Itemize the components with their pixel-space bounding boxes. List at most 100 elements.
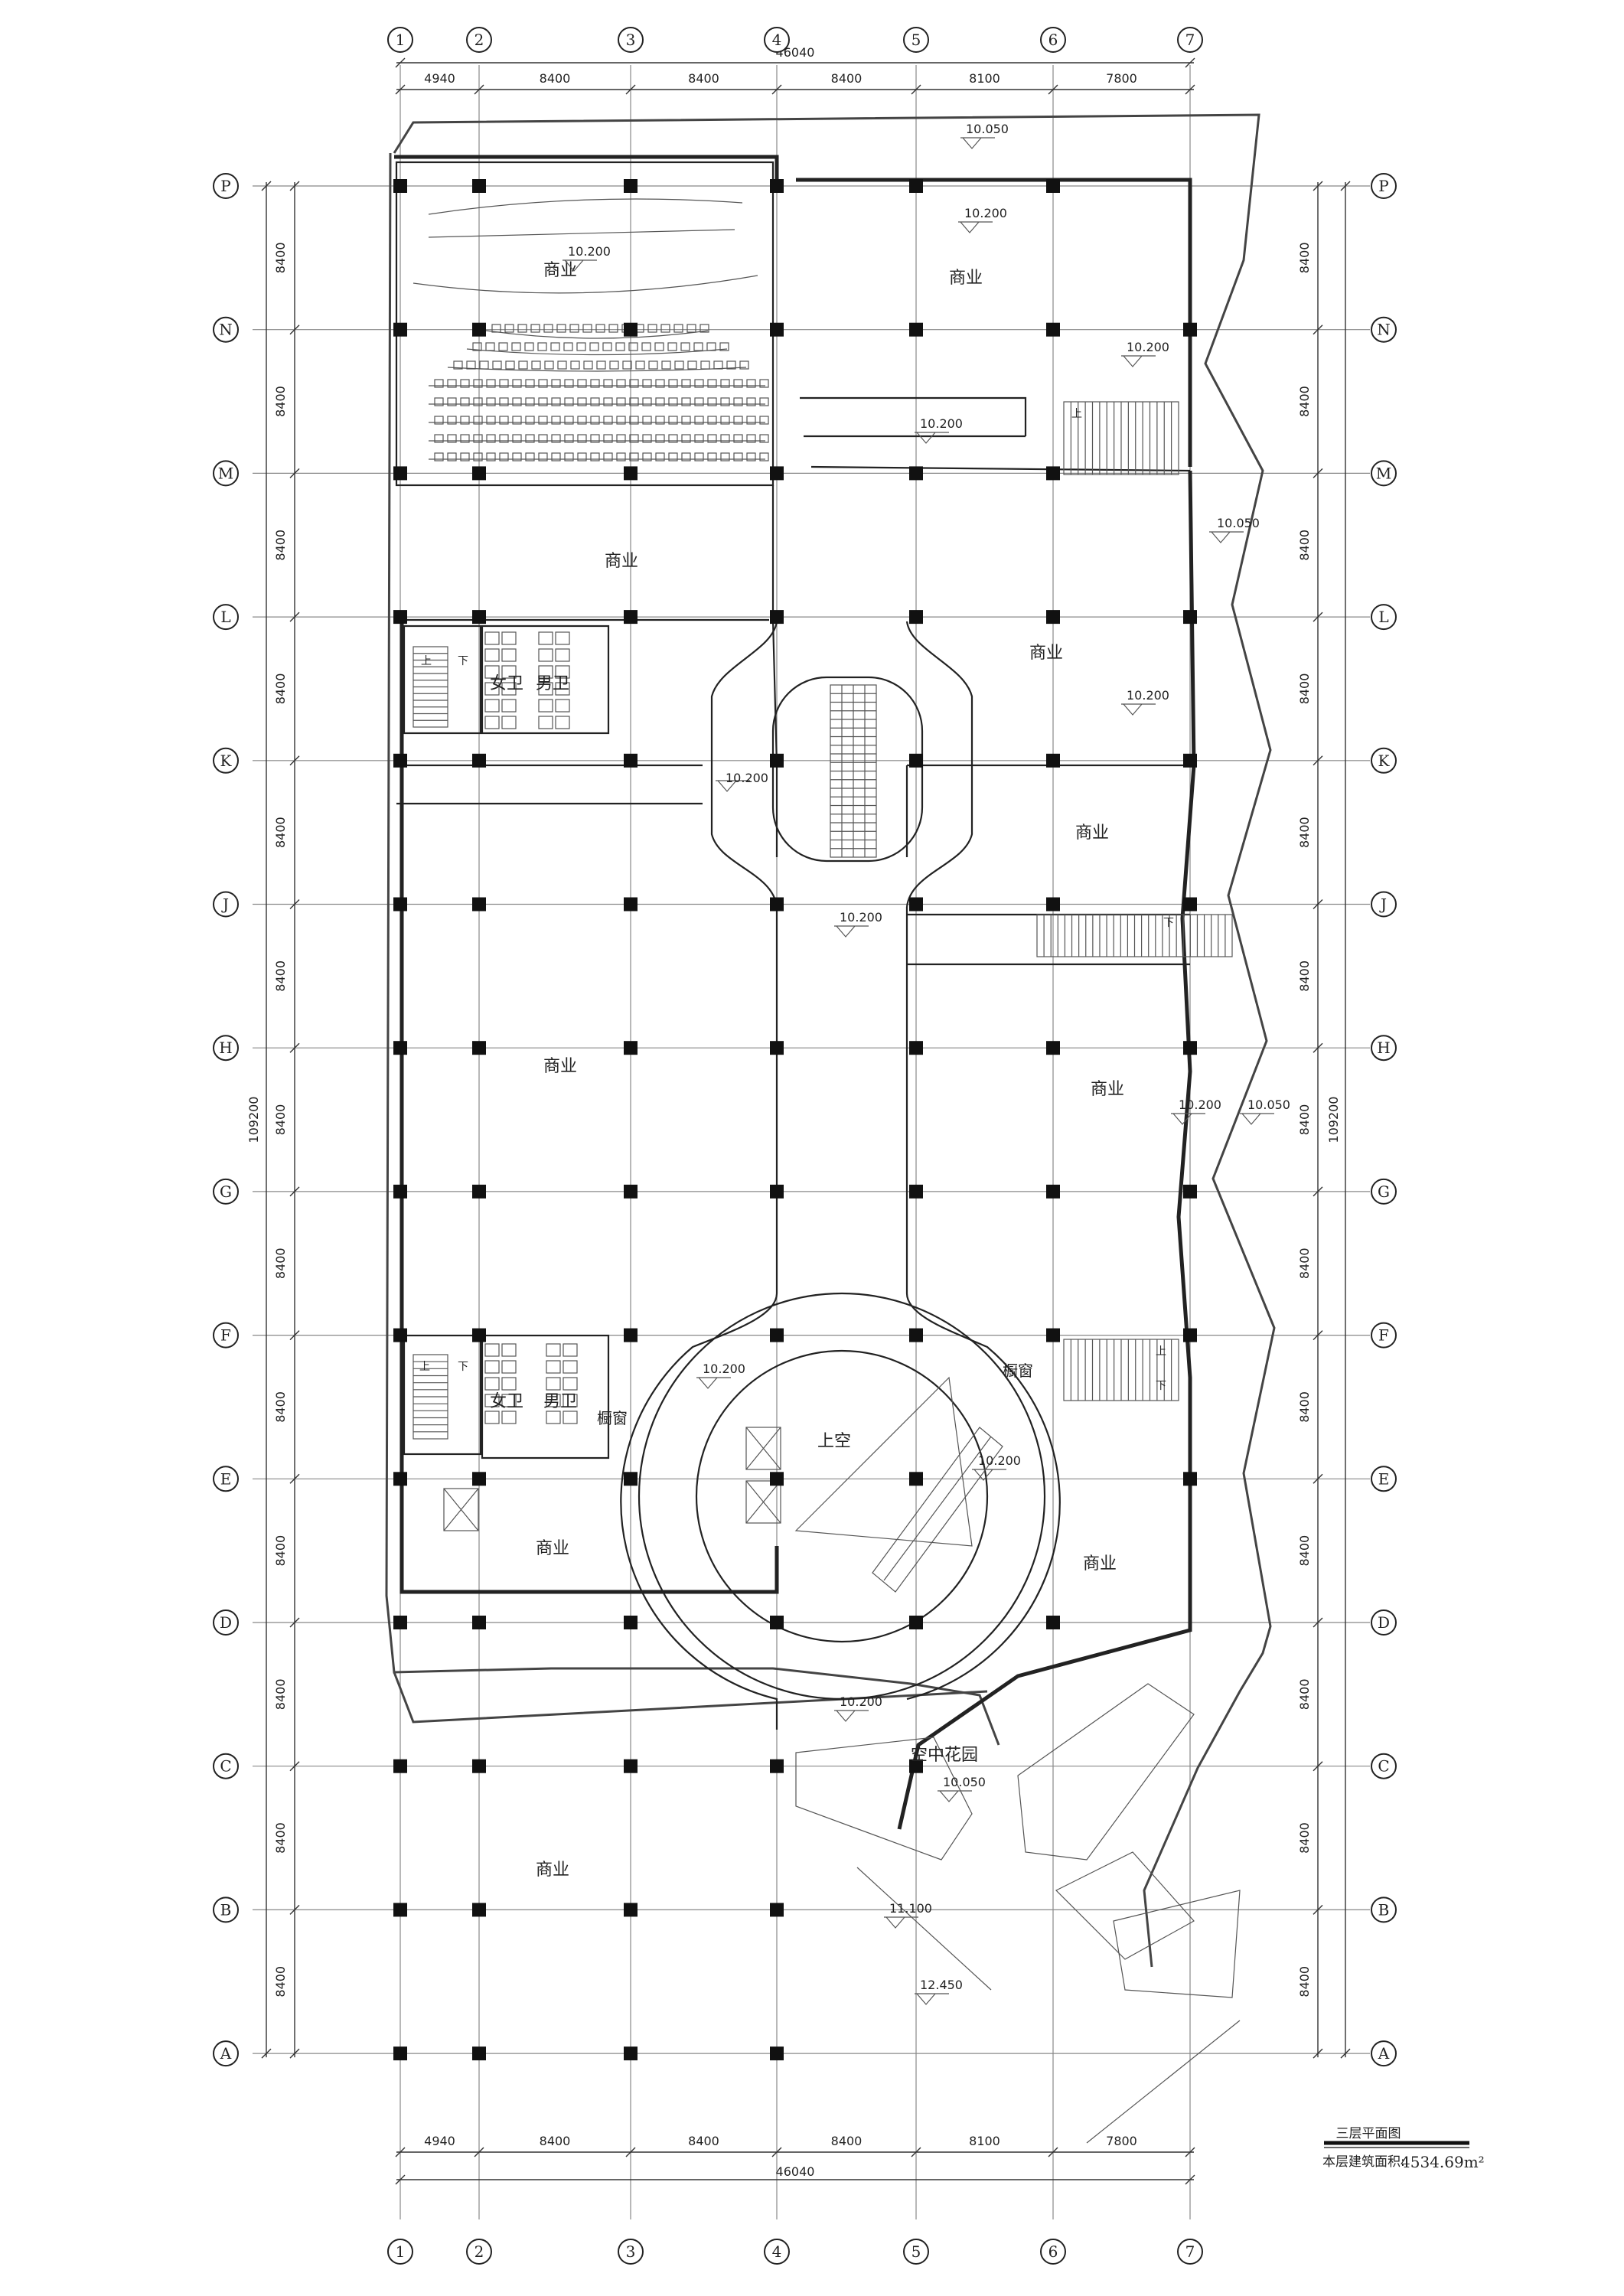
seat — [525, 397, 535, 406]
dim-text: 8400 — [688, 71, 719, 86]
column — [624, 1903, 638, 1917]
column — [624, 1328, 638, 1342]
toilet-stall — [555, 631, 570, 645]
seat — [564, 434, 574, 443]
dim-text: 8100 — [969, 2134, 1000, 2148]
column — [1046, 179, 1060, 193]
seat — [569, 324, 579, 333]
room-label-void: 上空 — [817, 1432, 851, 1451]
column — [393, 1616, 407, 1629]
seat — [525, 452, 535, 461]
column — [770, 1184, 784, 1199]
dim-tick — [625, 84, 636, 95]
dim-text: 8400 — [540, 71, 571, 86]
seat — [434, 434, 444, 443]
grid-bubble — [618, 27, 644, 53]
dim-tick — [289, 2048, 300, 2059]
seat — [648, 360, 658, 370]
toilet-stall — [484, 1377, 500, 1391]
toilet-stall — [555, 682, 570, 696]
seat — [616, 452, 626, 461]
dim-tick — [1313, 1042, 1323, 1053]
column — [1046, 466, 1060, 481]
grid-bubble-label: G — [220, 1182, 232, 1201]
grid-bubble — [213, 1609, 239, 1636]
column — [1183, 897, 1197, 912]
seat-row — [485, 330, 709, 339]
seat — [466, 360, 476, 370]
column — [393, 1184, 407, 1199]
grid-bubble — [213, 460, 239, 487]
level-tag: 10.200 — [563, 244, 611, 272]
column — [909, 179, 923, 193]
column — [1046, 1616, 1060, 1629]
dim-tick — [395, 57, 406, 68]
seat — [473, 397, 483, 406]
dim-tick — [1313, 1617, 1323, 1628]
seat — [537, 342, 547, 351]
floor-area-label: 本层建筑面积: — [1322, 2154, 1405, 2170]
toilet-stall — [563, 1343, 578, 1357]
grid-bubble-label: 6 — [1048, 31, 1058, 49]
seat — [472, 342, 482, 351]
column — [393, 322, 407, 337]
toilet-stall — [501, 716, 517, 729]
grid-bubble — [1040, 2239, 1066, 2265]
dim-text: 8400 — [273, 530, 288, 561]
column — [472, 2047, 486, 2061]
toilet-stall — [484, 631, 500, 645]
seat — [499, 397, 509, 406]
grid-bubble-label: 3 — [626, 31, 636, 49]
title-block: 三层平面图 本层建筑面积: 4534.69m² — [1322, 2126, 1485, 2171]
toilet-stall — [484, 1394, 500, 1407]
seat — [733, 416, 743, 425]
dim-text: 8400 — [273, 1391, 288, 1423]
seat — [707, 434, 717, 443]
column — [909, 1184, 923, 1199]
toilet-stall — [555, 699, 570, 713]
seat — [642, 416, 652, 425]
column — [472, 322, 486, 337]
svg-text:10.200: 10.200 — [1127, 688, 1169, 703]
dim-tick — [1313, 2048, 1323, 2059]
stair-label-down: 下 — [1163, 917, 1174, 929]
dim-text: 8100 — [969, 71, 1000, 86]
grid-bubble-label: F — [220, 1326, 231, 1345]
dim-tick — [911, 84, 921, 95]
seat — [525, 434, 535, 443]
grid-lines — [253, 65, 1370, 2219]
seat — [447, 452, 457, 461]
column — [393, 897, 407, 912]
seat — [660, 324, 670, 333]
grid-bubble — [213, 1896, 239, 1923]
dim-tick — [1185, 2147, 1195, 2157]
dim-text: 8400 — [688, 2134, 719, 2148]
dim-text: 4940 — [424, 71, 455, 86]
svg-text:10.050: 10.050 — [943, 1775, 986, 1789]
seat — [726, 360, 736, 370]
grid-bubble — [1371, 1322, 1397, 1349]
grid-bubble — [1177, 2239, 1203, 2265]
toilet-stall — [484, 648, 500, 662]
column — [1183, 322, 1197, 337]
dim-text: 8400 — [273, 1966, 288, 1998]
seat — [551, 379, 561, 388]
toilet-stall — [538, 682, 553, 696]
column — [624, 2047, 638, 2061]
dim-tick — [1340, 2048, 1351, 2059]
room-label-commercial: 商业 — [1029, 644, 1063, 663]
column — [472, 1041, 486, 1055]
seat — [746, 379, 756, 388]
seat — [733, 397, 743, 406]
seat — [486, 452, 496, 461]
seat — [590, 434, 600, 443]
seat — [577, 379, 587, 388]
column — [624, 1759, 638, 1773]
toilet-stall — [538, 631, 553, 645]
grid-bubble-label: H — [1377, 1039, 1390, 1057]
seat — [687, 360, 697, 370]
seat — [596, 360, 606, 370]
column — [1183, 1184, 1197, 1199]
seat — [700, 360, 710, 370]
